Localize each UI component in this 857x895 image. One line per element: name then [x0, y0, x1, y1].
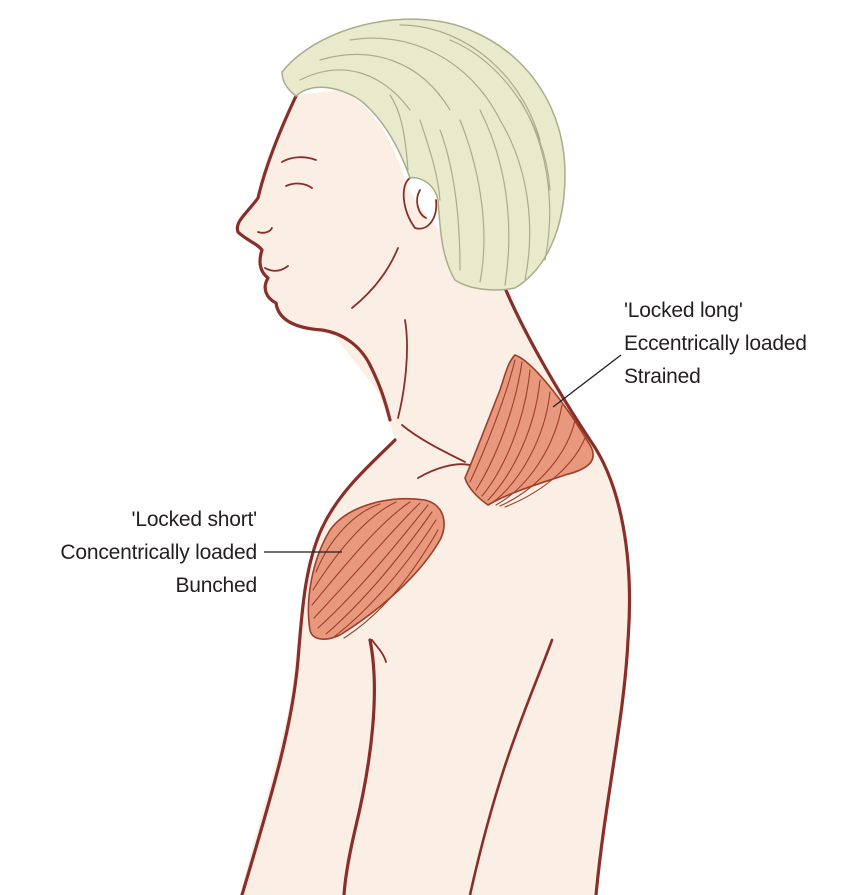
locked-long-loading: Eccentrically loaded: [624, 327, 807, 360]
locked-short-title: 'Locked short': [60, 503, 257, 536]
locked-short-label: 'Locked short' Concentrically loaded Bun…: [60, 503, 257, 602]
locked-long-state: Strained: [624, 360, 807, 393]
locked-short-state: Bunched: [60, 569, 257, 602]
leader-line-long: [553, 355, 621, 407]
locked-long-title: 'Locked long': [624, 294, 807, 327]
locked-short-loading: Concentrically loaded: [60, 536, 257, 569]
locked-long-label: 'Locked long' Eccentrically loaded Strai…: [624, 294, 807, 393]
